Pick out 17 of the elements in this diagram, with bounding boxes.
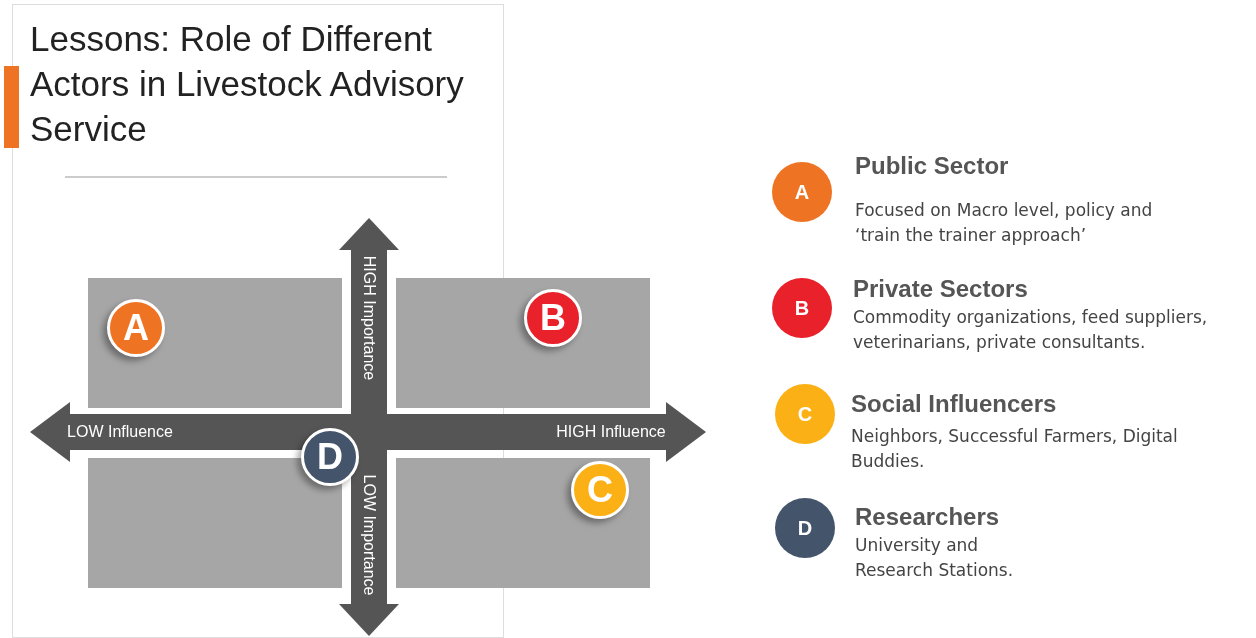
legend-description: Commodity organizations, feed suppliers, veterinarians, private consultants. — [853, 306, 1209, 354]
letter-circle: C — [775, 384, 835, 444]
legend-description: Focused on Macro level, policy and ‘train the trainer approach’ — [855, 199, 1154, 247]
slide-title: Lessons: Role of Different Actors in Livestock Advisory Service — [30, 18, 465, 150]
axis-label: HIGH Importance — [360, 255, 378, 381]
legend-heading: Private Sectors — [853, 275, 1029, 303]
legend-heading: Researchers — [855, 503, 1001, 531]
letter-circle: A — [772, 162, 832, 222]
legend-description: University and Research Stations. — [855, 534, 1015, 582]
legend-heading: Social Influencers — [851, 390, 1058, 418]
letter-circle: B — [772, 278, 832, 338]
axis-label: LOW Influence — [67, 423, 173, 441]
letter-circle: D — [775, 498, 835, 558]
axis-label: LOW Importance — [360, 474, 378, 596]
legend-heading: Public Sector — [855, 152, 1010, 180]
legend-description: Neighbors, Successful Farmers, Digital Buddies. — [851, 425, 1179, 473]
axis-label: HIGH Influence — [556, 423, 666, 441]
